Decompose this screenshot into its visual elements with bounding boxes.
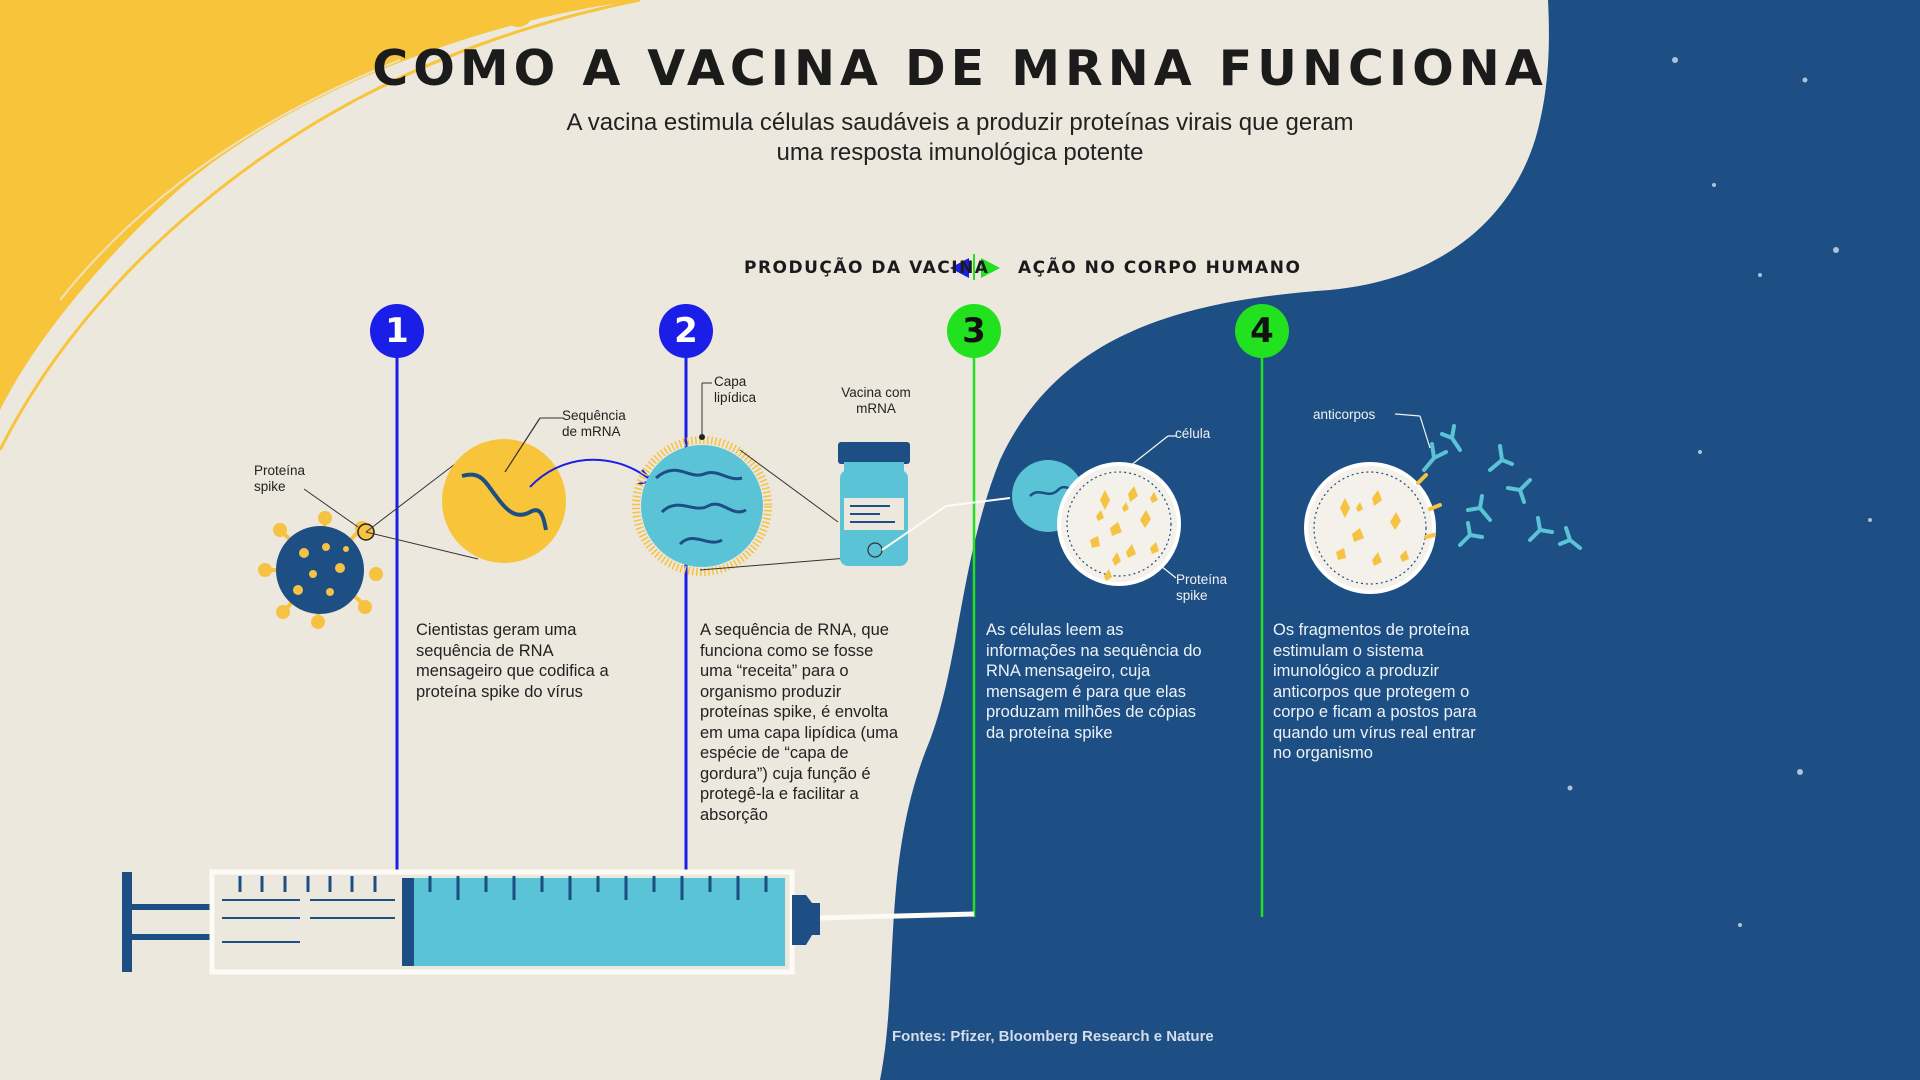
immune-cell-icon (1304, 413, 1582, 594)
vaccine-vial-icon (838, 442, 1011, 566)
step-1-text: Cientistas geram uma sequência de RNA me… (416, 621, 609, 701)
label-antibodies: anticorpos (1313, 407, 1376, 422)
label-cell: célula (1175, 426, 1211, 441)
label-vaccine-vial: Vacina com mRNA (841, 385, 911, 416)
legend-right-label: AÇÃO NO CORPO HUMANO (1018, 258, 1302, 278)
left-arrow-icon (950, 258, 969, 278)
virus-icon (258, 463, 479, 629)
page-subtitle: A vacina estimula células saudáveis a pr… (566, 109, 1354, 166)
step-1-badge: 1 (370, 304, 424, 358)
syringe (122, 869, 975, 975)
label-mrna-sequence: Sequência de mRNA (562, 408, 626, 439)
legend-left-label: PRODUÇÃO DA VACINA (744, 258, 990, 278)
page-title: COMO A VACINA DE MRNA FUNCIONA (372, 40, 1548, 97)
right-arrow-icon (981, 258, 1000, 278)
label-spike-protein-cell: Proteína spike (1176, 572, 1228, 603)
mrna-sequence-icon (442, 417, 654, 563)
step-3-text: As células leem as informações na sequên… (986, 621, 1202, 742)
label-lipid-capsule: Capa lipídica (714, 374, 757, 405)
lipid-capsule-icon (632, 382, 873, 576)
step-2-badge: 2 (659, 304, 713, 358)
cell-icon (1012, 435, 1181, 586)
step-4-badge: 4 (1235, 304, 1289, 358)
yellow-swoosh (0, 0, 640, 410)
label-spike-protein: Proteína spike (254, 463, 306, 494)
sources-note: Fontes: Pfizer, Bloomberg Research e Nat… (892, 1028, 1214, 1045)
step-2-text: A sequência de RNA, que funciona como se… (700, 621, 899, 824)
step-4-text: Os fragmentos de proteína estimulam o si… (1273, 621, 1477, 762)
step-3-badge: 3 (947, 304, 1001, 358)
